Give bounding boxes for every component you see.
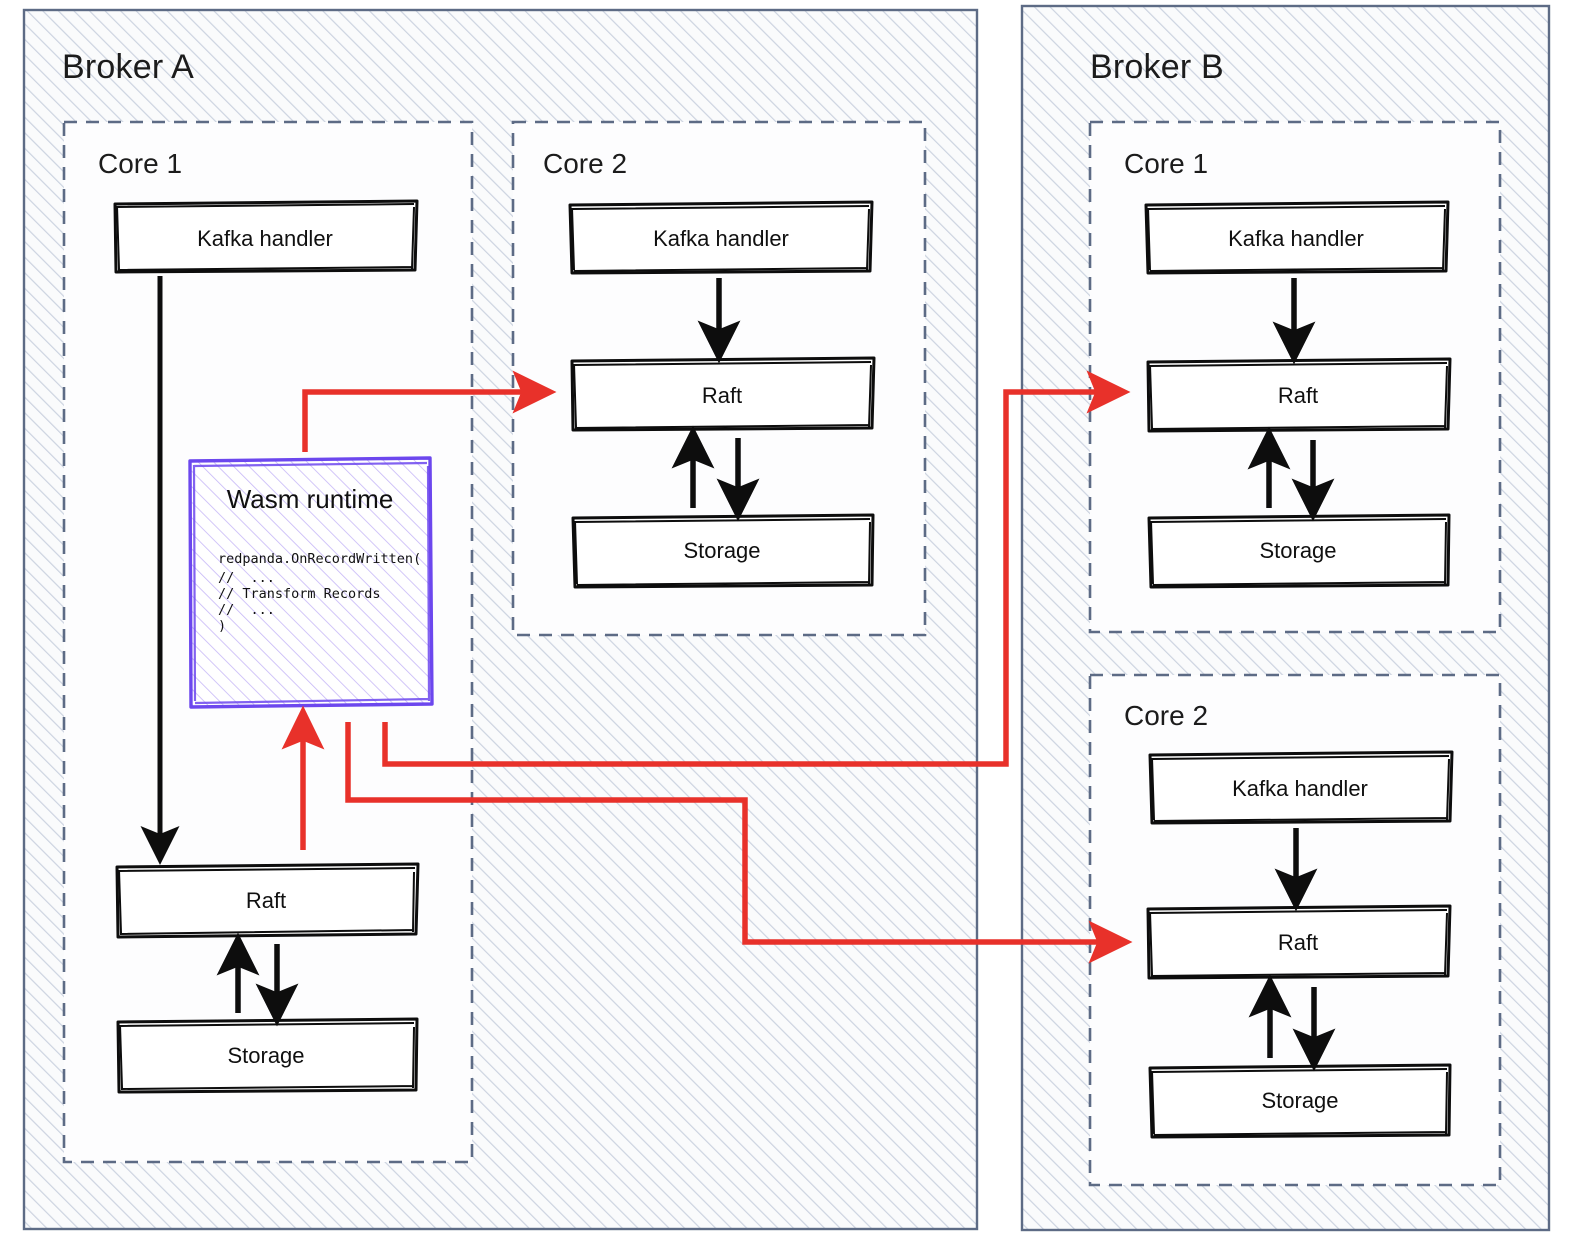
arrow-wasm-to-b2-raft [345, 722, 1133, 964]
label-broker-b-core-1-storage: Storage [1259, 538, 1337, 563]
label-broker-b-core-1-kafka-handler: Kafka handler [1228, 226, 1364, 251]
label-broker-b-core-2-storage: Storage [1261, 1088, 1339, 1113]
label-broker-a-core-1-storage: Storage [227, 1043, 305, 1068]
wasm-code-line-3: // ... [218, 602, 275, 618]
label-broker-b-core-2-kafka-handler: Kafka handler [1232, 776, 1368, 801]
label-broker-a-core-2-raft: Raft [701, 383, 743, 408]
box-broker-b-core-1-raft[interactable] [1146, 357, 1452, 433]
wasm-code-line-0: redpanda.OnRecordWritten( [218, 551, 422, 567]
wasm-code-line-2: // Transform Records [218, 586, 381, 602]
box-wasm-runtime[interactable] [188, 456, 434, 709]
wasm-code-line-1: // ... [218, 570, 275, 586]
box-broker-b-core-2-kafka-handler[interactable] [1148, 750, 1454, 825]
label-broker-a-core-1-raft: Raft [245, 888, 287, 913]
arrow-wasm-to-a2-raft [302, 370, 557, 452]
label-wasm-runtime: Wasm runtime [226, 484, 394, 514]
broker-b-core-1-title: Core 1 [1124, 148, 1209, 179]
broker-b-core-2-title: Core 2 [1124, 700, 1209, 731]
label-broker-a-core-1-kafka-handler: Kafka handler [197, 226, 333, 251]
broker-b-title: Broker B [1090, 48, 1224, 86]
arrow-wasm-to-b1-raft [382, 370, 1131, 767]
label-broker-b-core-2-raft: Raft [1277, 930, 1319, 955]
broker-a-core-2-title: Core 2 [543, 148, 628, 179]
label-broker-a-core-2-kafka-handler: Kafka handler [653, 226, 789, 251]
box-broker-a-core-1-kafka-handler[interactable] [113, 199, 419, 274]
wasm-code-line-4: ) [218, 618, 227, 634]
box-broker-b-core-2-raft[interactable] [1146, 904, 1452, 980]
label-broker-a-core-2-storage: Storage [683, 538, 761, 563]
broker-a-core-1-title: Core 1 [98, 148, 183, 179]
label-broker-b-core-1-raft: Raft [1277, 383, 1319, 408]
box-broker-a-core-2-raft[interactable] [570, 356, 876, 432]
box-broker-a-core-1-raft[interactable] [115, 862, 420, 939]
box-broker-b-core-1-kafka-handler[interactable] [1144, 200, 1450, 275]
broker-a-title: Broker A [62, 48, 194, 86]
box-broker-a-core-2-kafka-handler[interactable] [568, 200, 874, 275]
